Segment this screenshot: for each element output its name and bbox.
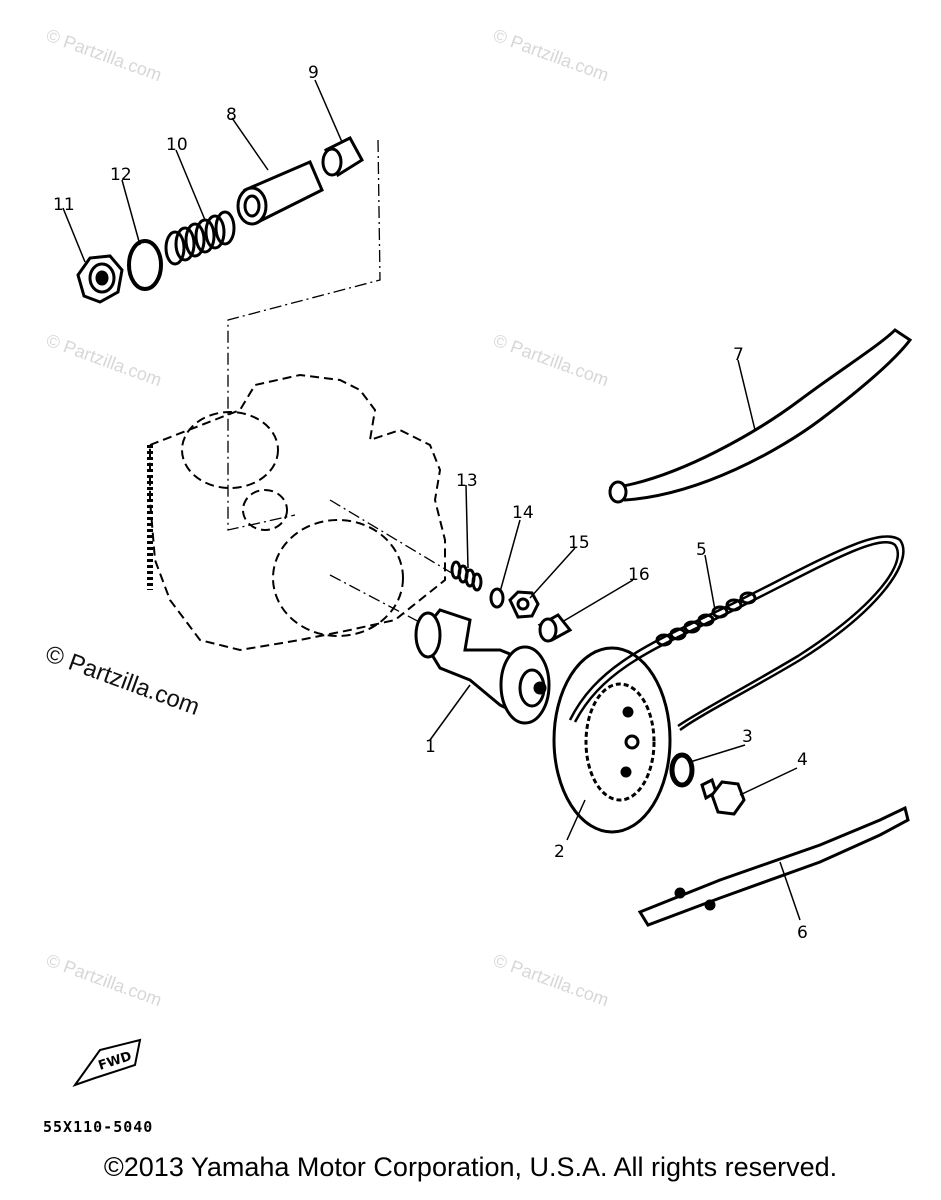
watermark-1: © Partzilla.com bbox=[44, 25, 165, 85]
chain-guide-upper bbox=[608, 328, 913, 504]
callout-13: 13 bbox=[456, 471, 478, 491]
cam-chain bbox=[568, 535, 905, 732]
nut bbox=[508, 590, 540, 619]
leader-lines bbox=[62, 79, 801, 921]
watermark-6: © Partzilla.com bbox=[491, 950, 612, 1010]
stud-spring bbox=[450, 560, 483, 592]
diagram-code: 55X110-5040 bbox=[43, 1118, 153, 1136]
camshaft bbox=[414, 608, 551, 725]
watermark-2: © Partzilla.com bbox=[491, 25, 612, 85]
callout-5: 5 bbox=[696, 540, 707, 560]
callout-7: 7 bbox=[733, 345, 744, 365]
sprocket-bolt bbox=[700, 777, 746, 816]
callout-12: 12 bbox=[110, 165, 132, 185]
circlip bbox=[489, 587, 505, 609]
callout-10: 10 bbox=[166, 135, 188, 155]
callouts: 1 2 3 4 5 6 7 8 9 10 11 12 13 14 15 16 bbox=[53, 63, 808, 943]
callout-2: 2 bbox=[554, 842, 565, 862]
callout-11: 11 bbox=[53, 195, 75, 215]
bushing bbox=[537, 613, 573, 643]
washer bbox=[669, 752, 695, 788]
watermark-5: © Partzilla.com bbox=[44, 950, 165, 1010]
chain-guide-lower bbox=[637, 805, 910, 927]
callout-8: 8 bbox=[226, 105, 237, 125]
copyright-footer: ©2013 Yamaha Motor Corporation, U.S.A. A… bbox=[103, 1152, 838, 1182]
callout-9: 9 bbox=[308, 63, 319, 83]
cam-sprocket bbox=[552, 646, 672, 834]
tensioner-spring bbox=[164, 210, 236, 266]
cylinder-head bbox=[147, 373, 446, 652]
watermark-main: © Partzilla.com bbox=[42, 640, 203, 721]
callout-6: 6 bbox=[797, 923, 808, 943]
watermark-4: © Partzilla.com bbox=[491, 330, 612, 390]
tensioner-rod bbox=[236, 160, 324, 226]
callout-16: 16 bbox=[628, 565, 650, 585]
watermark-3: © Partzilla.com bbox=[44, 330, 165, 390]
callout-1: 1 bbox=[425, 737, 436, 757]
gasket bbox=[127, 239, 163, 291]
callout-4: 4 bbox=[797, 750, 808, 770]
rod-cap bbox=[321, 136, 364, 178]
callout-14: 14 bbox=[512, 503, 534, 523]
fwd-arrow-icon: FWD bbox=[72, 1038, 142, 1087]
cap-bolt bbox=[76, 254, 124, 304]
callout-3: 3 bbox=[742, 727, 753, 747]
callout-15: 15 bbox=[568, 533, 590, 553]
